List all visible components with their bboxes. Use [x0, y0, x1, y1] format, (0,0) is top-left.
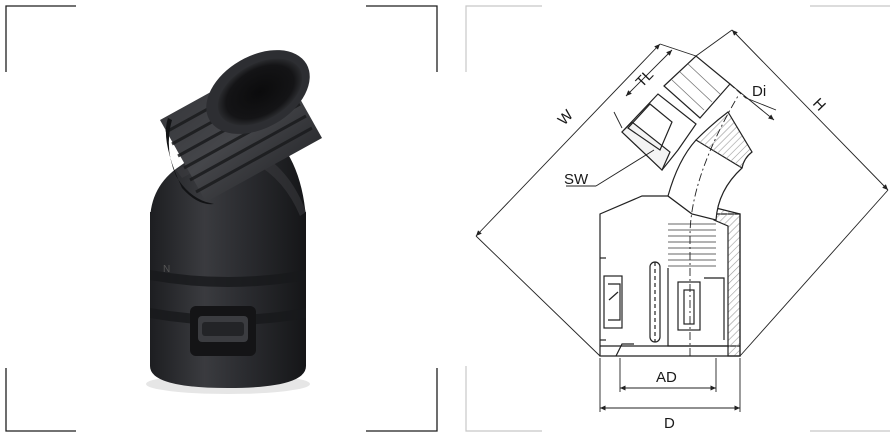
fitting-body: N — [150, 212, 306, 388]
frame-corners — [5, 5, 438, 432]
technical-drawing-panel: W TL Di H SW AD D — [446, 0, 891, 437]
drawing-frame — [465, 5, 890, 432]
label-d: D — [664, 415, 675, 432]
label-sw: SW — [564, 171, 589, 188]
dimension-lines — [475, 29, 889, 412]
fitting-section — [599, 195, 741, 357]
svg-text:N: N — [163, 264, 170, 275]
fitting-mouth — [206, 50, 310, 134]
product-photo-panel: N — [0, 0, 445, 437]
label-ad: AD — [656, 369, 677, 386]
label-di: Di — [752, 83, 766, 100]
label-tl: TL — [633, 66, 657, 90]
technical-drawing: W TL Di H SW AD D — [465, 5, 890, 432]
label-w: W — [555, 106, 578, 129]
product-photo: N — [5, 5, 438, 432]
